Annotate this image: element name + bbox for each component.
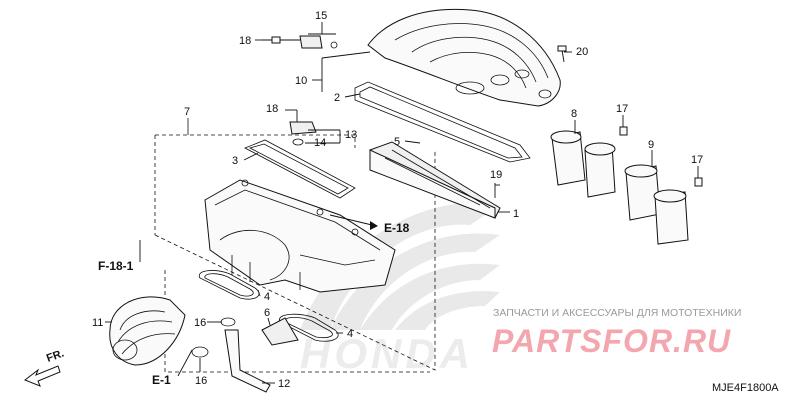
- ref-label-e18: E-18: [384, 221, 410, 235]
- callout-2: 2: [334, 92, 340, 104]
- callout-16a: 16: [194, 317, 206, 329]
- intake-sleeve-9: [624, 164, 689, 245]
- callout-12: 12: [278, 378, 290, 390]
- honda-watermark-text: HONDA: [300, 330, 474, 377]
- callout-9: 9: [648, 139, 654, 151]
- callout-15: 15: [315, 10, 327, 22]
- callouts: 1 2 3 4 4 5 6 7 8 9 10 11 12 13 14 15 16…: [92, 10, 703, 390]
- bolt-18-top: [262, 36, 300, 44]
- callout-17b: 17: [691, 154, 703, 166]
- drain-hose: [224, 329, 271, 393]
- assembly-bracket: [154, 118, 436, 373]
- callout-7: 7: [184, 106, 190, 118]
- callout-6: 6: [264, 307, 270, 319]
- callout-10: 10: [295, 75, 307, 87]
- callout-8: 8: [571, 108, 577, 120]
- front-label: FR.: [45, 347, 66, 364]
- intake-gasket-right: [279, 313, 339, 342]
- callout-14: 14: [314, 137, 326, 149]
- callout-16b: 16: [195, 375, 207, 387]
- air-cleaner-cover: [367, 8, 561, 107]
- callout-18a: 18: [239, 35, 251, 47]
- callout-4a: 4: [264, 291, 270, 303]
- callout-4b: 4: [347, 328, 353, 340]
- intake-gasket-left: [198, 270, 260, 300]
- air-filter-element: [369, 141, 501, 219]
- callout-3: 3: [232, 155, 238, 167]
- callout-20: 20: [576, 46, 588, 58]
- bracket-plate: [261, 317, 299, 346]
- case-seal: [244, 139, 356, 199]
- screw-20: [557, 45, 567, 63]
- ref-label-f181: F-18-1: [98, 259, 134, 273]
- sensor-15: [299, 35, 338, 49]
- ref-e1-arrow: [177, 349, 193, 377]
- shop-caption: ЗАПЧАСТИ И АКСЕССУАРЫ ДЛЯ МОТОТЕХНИКИ: [493, 307, 741, 319]
- callout-18b: 18: [266, 103, 278, 115]
- callout-17a: 17: [616, 103, 628, 115]
- screw-17-b: [694, 177, 703, 187]
- hose-clamp-upper: [220, 317, 236, 327]
- shop-logo: PARTSFOR.RU: [492, 323, 731, 359]
- callout-5: 5: [394, 136, 400, 148]
- front-arrow-icon: [23, 365, 61, 387]
- hose-clamp-lower: [191, 346, 209, 358]
- intake-duct: [109, 296, 186, 366]
- sensor-13: [289, 110, 317, 146]
- intake-sleeve-8: [550, 130, 616, 198]
- diagram-code: MJE4F1800A: [712, 382, 779, 394]
- cover-gasket: [354, 81, 531, 163]
- callout-19: 19: [490, 169, 502, 181]
- callout-13: 13: [345, 129, 357, 141]
- callout-1: 1: [513, 208, 519, 220]
- ref-label-e1: E-1: [152, 373, 171, 387]
- leader-lines: [105, 22, 699, 384]
- callout-11: 11: [92, 317, 103, 329]
- screw-17-a: [619, 126, 628, 136]
- ref-e18-arrow: [329, 214, 378, 230]
- air-cleaner-case: [204, 179, 396, 293]
